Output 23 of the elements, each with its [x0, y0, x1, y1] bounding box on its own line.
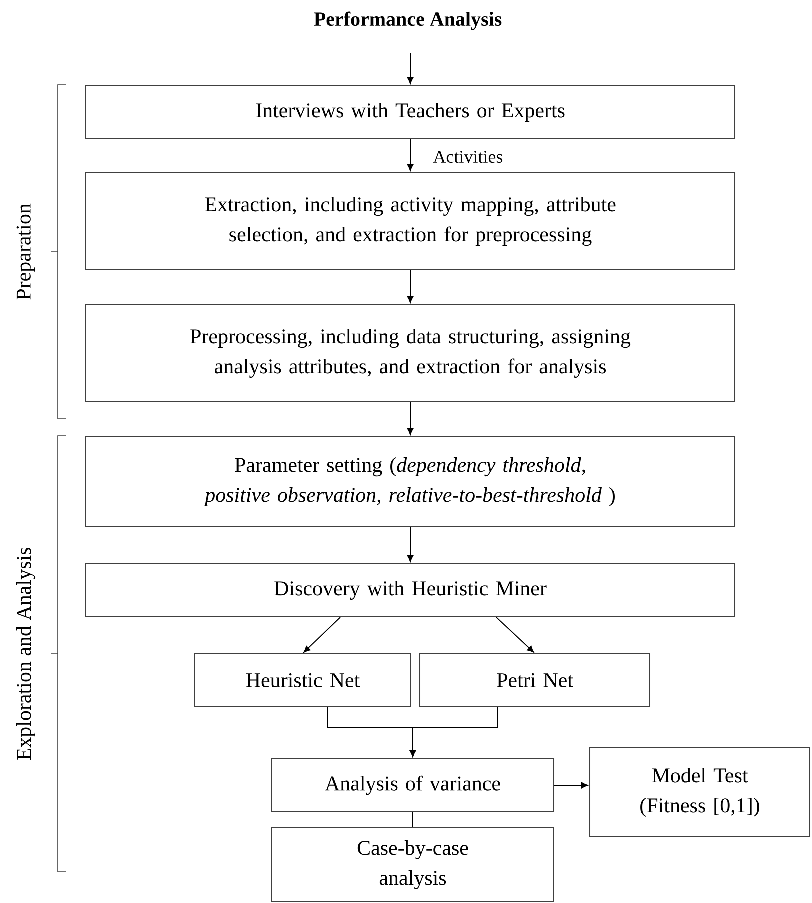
process-box: Preprocessing, including data structuring, assigning analysis attributes, and extraction for analysis: [86, 304, 736, 402]
arrow: [407, 527, 414, 562]
process-box: Petri Net: [420, 654, 650, 708]
process-box: Parameter setting (dependency threshold, positive observation, relative-to-best-threshold ): [86, 436, 736, 528]
process-box: Interviews with Teachers or Experts: [86, 86, 736, 140]
arrow: [554, 782, 588, 789]
process-box: Heuristic Net: [194, 654, 412, 708]
arrow: [304, 617, 341, 653]
arrow: [407, 53, 414, 84]
process-box: Model Test (Fitness [0,1]): [590, 748, 810, 838]
arrow: [407, 139, 414, 172]
edge-label: Activities: [433, 150, 503, 164]
title: Performance Analysis: [314, 12, 502, 30]
bracket-label: Exploration and Analysis: [16, 548, 36, 760]
process-box: Discovery with Heuristic Miner: [86, 564, 736, 618]
arrow: [407, 270, 414, 304]
arrow: [410, 707, 498, 758]
arrow: [496, 617, 534, 653]
process-box: Extraction, including activity mapping, attribute selection, and extraction for preprocessing: [86, 172, 736, 270]
bracket-label: Preparation: [16, 204, 36, 300]
process-box: Case-by-case analysis: [272, 828, 554, 902]
arrow: [407, 402, 414, 436]
process-box: Analysis of variance: [272, 758, 554, 812]
